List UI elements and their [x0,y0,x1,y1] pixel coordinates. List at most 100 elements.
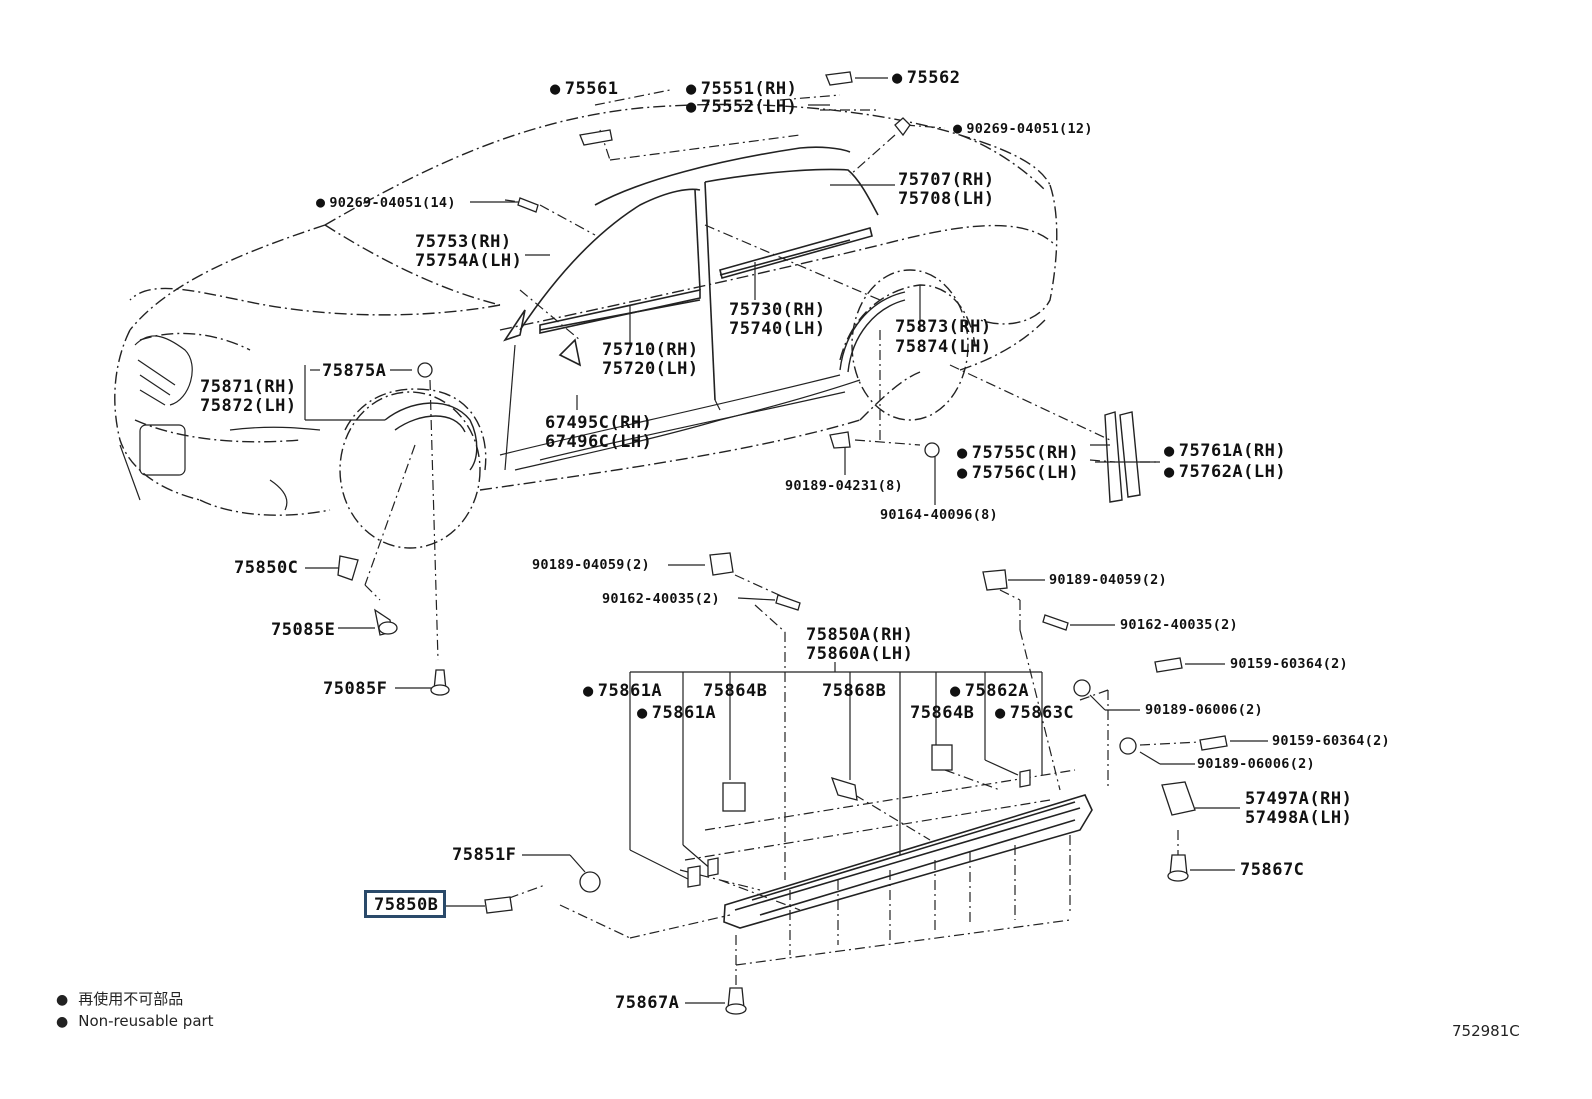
callout-75861a-lower: 75861A [637,703,716,723]
callout-75085f: 75085F [323,679,388,699]
callout-75756c-lh: 75756C(LH) [957,463,1079,483]
front-details [119,335,321,511]
clip-75861a-a [687,865,701,888]
clip-right-04059 [982,569,1008,591]
legend-bullet-icon: ● [56,992,69,1008]
clip-75861a-b [707,857,719,877]
callout-75561: 75561 [550,79,618,99]
callout-90189-04059-left: 90189-04059(2) [532,557,650,573]
callout-90159-60364-a: 90159-60364(2) [1230,656,1348,672]
callout-75864b-left: 75864B [703,681,768,701]
callout-75873-rh: 75873(RH) [895,317,992,337]
clip-75862a [1019,769,1031,788]
callout-75862a: 75862A [950,681,1029,701]
callout-75867a: 75867A [615,993,680,1013]
callout-75708-lh: 75708(LH) [898,189,995,209]
callout-75871-rh: 75871(RH) [200,377,297,397]
screw-75850b [484,896,513,914]
legend-japanese-text: 再使用不可部品 [78,990,184,1008]
callout-75740-lh: 75740(LH) [729,319,826,339]
callout-57497a-rh: 57497A(RH) [1245,789,1353,809]
screw-75085e-head [378,621,398,635]
callout-75710-rh: 75710(RH) [602,340,699,360]
bracket-57497a [1161,781,1196,816]
callout-75868b: 75868B [822,681,887,701]
clip-75562 [825,71,853,86]
callout-90162-40035-left: 90162-40035(2) [602,591,720,607]
window-moldings [503,146,879,401]
callout-75755c-rh: 75755C(RH) [957,443,1079,463]
callout-75850b[interactable]: 75850B [374,895,439,915]
highlight-box-75850b [364,890,446,918]
callout-75860a-lh: 75860A(LH) [806,644,914,664]
screw-90164 [924,442,940,458]
callout-75864b-right: 75864B [910,703,975,723]
pillar-garnish [1104,411,1141,503]
callout-75730-rh: 75730(RH) [729,300,826,320]
callout-90189-06006-a: 90189-06006(2) [1145,702,1263,718]
callout-90269-04051-12: 90269-04051(12) [953,119,1093,138]
clip-90189-04231 [829,431,851,449]
screw-left-40035 [775,594,801,611]
callout-75850c: 75850C [234,558,299,578]
callout-90162-40035-right: 90162-40035(2) [1120,617,1238,633]
rocker-molding [723,794,1093,929]
clip-75875a [417,362,433,378]
clip-left-04059 [709,552,734,576]
callout-75753-rh: 75753(RH) [415,232,512,252]
callout-75551-rh: 75551(RH) [686,79,797,99]
legend-japanese: ● 再使用不可部品 [56,988,183,1009]
clip-75867c-head [1167,870,1189,882]
callout-75720-lh: 75720(LH) [602,359,699,379]
figure-reference: 752981C [1452,1022,1520,1040]
callout-90189-06006-b: 90189-06006(2) [1197,756,1315,772]
screw-top-left [517,197,539,213]
callout-75875a: 75875A [322,361,387,381]
callout-90159-60364-b: 90159-60364(2) [1272,733,1390,749]
callout-57498a-lh: 57498A(LH) [1245,808,1353,828]
clip-75851f [579,871,601,893]
fender-liner [384,402,478,471]
callout-75762a-lh: 75762A(LH) [1164,462,1286,482]
solid-leaders [304,77,1268,1004]
screw-60364-a [1154,657,1183,673]
clip-75850c [337,555,359,581]
clip-75867a-head [725,1003,747,1015]
callout-75707-rh: 75707(RH) [898,170,995,190]
callout-90269-04051-14: 90269-04051(14) [316,193,456,212]
callout-75851f: 75851F [452,845,517,865]
callout-90164-40096: 90164-40096(8) [880,507,998,523]
callout-75562: 75562 [892,68,960,88]
rear-fender-liner [839,291,906,373]
callout-75874-lh: 75874(LH) [895,337,992,357]
callout-75872-lh: 75872(LH) [200,396,297,416]
callout-75850a-rh: 75850A(RH) [806,625,914,645]
legend-english-text: Non-reusable part [78,1012,214,1030]
callout-75867c: 75867C [1240,860,1305,880]
clip-75864b-right [931,744,953,771]
callout-90189-04231: 90189-04231(8) [785,478,903,494]
clip-06006-b [1119,737,1137,755]
callout-75761a-rh: 75761A(RH) [1164,441,1286,461]
fasteners [337,71,1228,1015]
clip-75868b [830,777,858,801]
callout-75863c: 75863C [995,703,1074,723]
callout-67496c-lh: 67496C(LH) [545,432,653,452]
callout-75861a-upper: 75861A [583,681,662,701]
clip-06006-a [1073,679,1091,697]
legend-bullet-icon: ● [56,1014,69,1030]
callout-75754a-lh: 75754A(LH) [415,251,523,271]
callout-90189-04059-right: 90189-04059(2) [1049,572,1167,588]
car-body-outline [114,103,1058,549]
callout-75552-lh: 75552(LH) [686,97,797,117]
legend-english: ● Non-reusable part [56,1012,214,1030]
screw-top-right [894,117,911,137]
door-lines [499,344,861,471]
callout-67495c-rh: 67495C(RH) [545,413,653,433]
screw-75085f-head [430,684,450,696]
leader-lines [364,89,1201,985]
screw-right-40035 [1042,614,1069,631]
clip-75864b-left [722,782,746,812]
clip-75561 [579,129,613,146]
